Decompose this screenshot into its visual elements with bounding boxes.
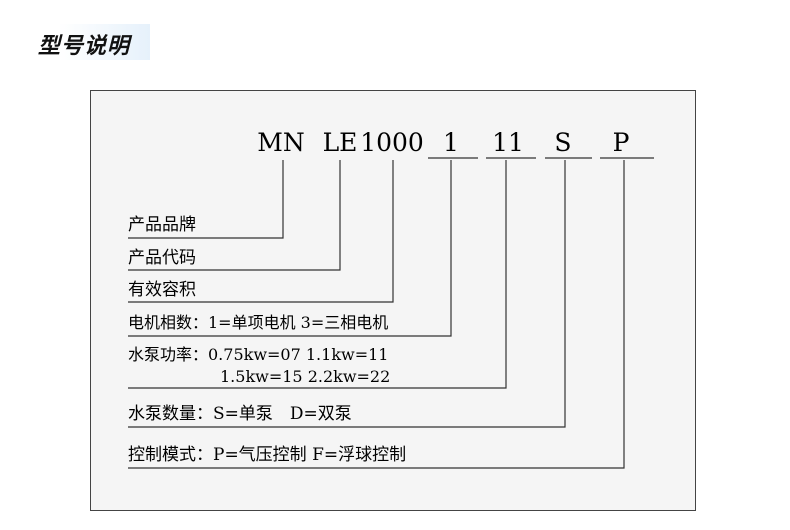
page-title: 型号说明	[38, 34, 131, 59]
leader-control	[128, 160, 625, 469]
code-segment-volume: 1000	[360, 128, 424, 157]
code-segment-pump-count: S	[554, 128, 571, 157]
desc-brand: 产品品牌	[128, 215, 196, 235]
desc-volume: 有效容积	[128, 280, 196, 300]
desc-pump-count: 水泵数量：S=单泵 D=双泵	[128, 404, 352, 424]
code-segments: MN LE 1000 1 11 S P	[257, 128, 629, 157]
title-highlight: 型号说明	[36, 24, 150, 60]
desc-pump-power-line2: 1.5kw=15 2.2kw=22	[220, 367, 390, 386]
code-segment-brand: MN	[257, 128, 304, 157]
code-segment-product: LE	[323, 128, 358, 157]
desc-control-mode: 控制模式：P=气压控制 F=浮球控制	[128, 445, 406, 465]
desc-pump-power-line1: 水泵功率：0.75kw=07 1.1kw=11	[128, 345, 388, 364]
leader-phase	[128, 160, 452, 337]
leader-product	[128, 160, 341, 271]
desc-product-code: 产品代码	[128, 248, 196, 268]
code-segment-control: P	[613, 128, 630, 157]
leader-brand	[128, 160, 284, 239]
leader-power	[128, 160, 507, 389]
code-segment-phase: 1	[443, 128, 459, 157]
leader-pump-count	[128, 160, 566, 428]
desc-motor-phase: 电机相数：1=单项电机 3=三相电机	[128, 313, 388, 332]
leader-volume	[128, 160, 394, 303]
leader-lines	[128, 160, 625, 469]
code-segment-power: 11	[492, 128, 524, 157]
descriptions: 产品品牌 产品代码 有效容积 电机相数：1=单项电机 3=三相电机 水泵功率：0…	[128, 215, 406, 465]
